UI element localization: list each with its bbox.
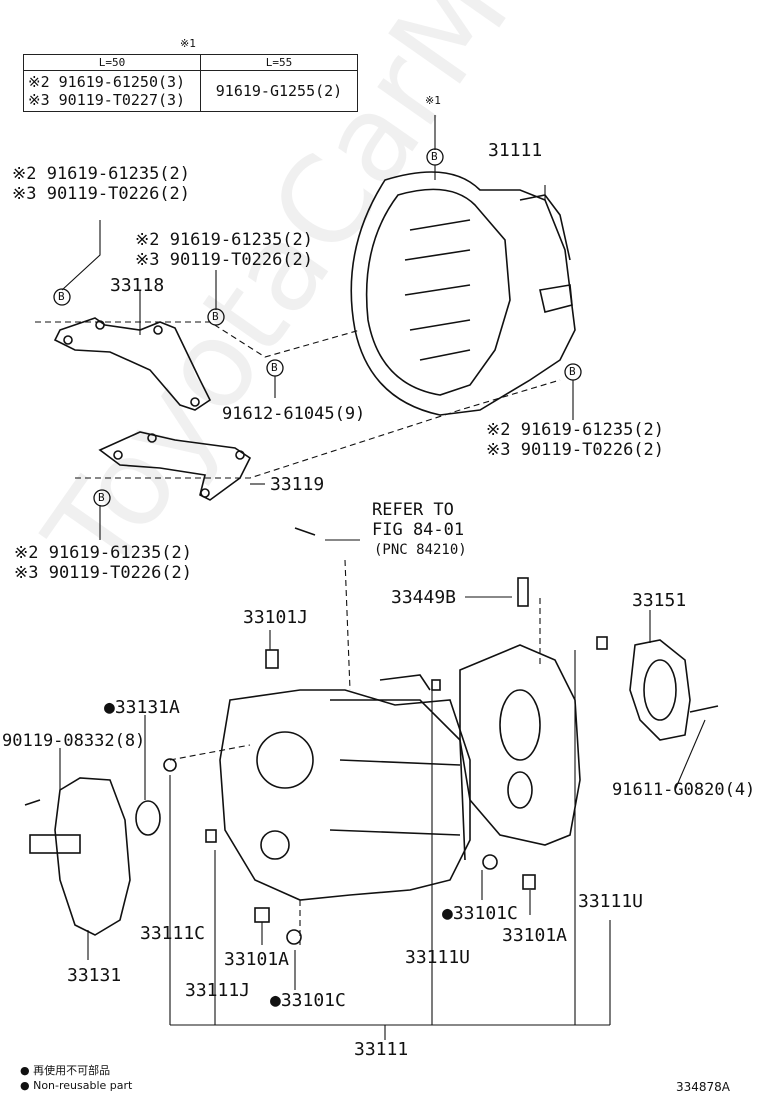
refer-to-line2: FIG 84-01	[372, 520, 465, 540]
b-marker-letter: B	[569, 365, 576, 378]
part-label-right-a3: ※3 90119-T0226(2)	[486, 440, 665, 460]
part-label-bottom-a3: ※3 90119-T0226(2)	[14, 563, 193, 583]
b-marker-letter: B	[58, 290, 65, 303]
part-label-left-a2: ※2 91619-61235(2)	[12, 164, 191, 184]
bell-housing-drawing	[350, 171, 576, 416]
b-marker-letter: B	[271, 361, 278, 374]
part-label-bottom-a2: ※2 91619-61235(2)	[14, 543, 193, 563]
part-33449B: 33449B	[391, 587, 457, 608]
retainer-33151-drawing	[629, 639, 691, 741]
part-33111C: 33111C	[140, 923, 206, 944]
extension-plate-drawing	[459, 644, 581, 846]
table-row-1: ※2 91619-61250(3)	[28, 73, 186, 91]
part-33101C-right: ●33101C	[442, 903, 518, 924]
bolt-length-table: L=50 L=55 ※2 91619-61250(3) ※3 90119-T02…	[23, 54, 358, 112]
leader-lines	[59, 115, 706, 1040]
part-label-mid-a2: ※2 91619-61235(2)	[135, 230, 314, 250]
legend-en: ● Non-reusable part	[20, 1079, 133, 1092]
part-label-left-a3: ※3 90119-T0226(2)	[12, 184, 191, 204]
table-mark: ※1	[180, 37, 196, 50]
bracket-33118-drawing	[53, 317, 212, 411]
part-label-mid-a3: ※3 90119-T0226(2)	[135, 250, 314, 270]
table-header-l55: L=55	[200, 54, 358, 71]
bracket-33119-drawing	[98, 431, 252, 501]
part-33131: 33131	[67, 965, 122, 986]
part-90119-08332: 90119-08332(8)	[2, 731, 146, 751]
table-cell-l55: 91619-G1255(2)	[200, 70, 358, 112]
part-91612-61045: 91612-61045(9)	[222, 404, 366, 424]
b-marker-letter: B	[431, 150, 438, 163]
part-33101J: 33101J	[243, 607, 309, 628]
mark-1: ※1	[425, 94, 441, 107]
part-33111-bottom: 33111	[354, 1039, 409, 1060]
part-91611-G0820: 91611-G0820(4)	[612, 780, 756, 800]
bolt-group-b-markers	[53, 148, 582, 507]
b-marker-letter: B	[98, 491, 105, 504]
part-33101C-left: ●33101C	[270, 990, 346, 1011]
part-33111J: 33111J	[185, 980, 251, 1001]
table-row-2: ※3 90119-T0227(3)	[28, 91, 186, 109]
refer-to-line3: (PNC 84210)	[374, 542, 467, 558]
front-retainer-33131-drawing	[29, 777, 161, 936]
table-header-l50: L=50	[23, 54, 201, 71]
part-33131A: ●33131A	[104, 697, 180, 718]
part-33111U-mid: 33111U	[405, 947, 471, 968]
part-33118: 33118	[110, 275, 165, 296]
part-33111U-right: 33111U	[578, 891, 644, 912]
part-31111: 31111	[488, 140, 543, 161]
legend-jp: ● 再使用不可部品	[20, 1064, 111, 1077]
part-33101A-right: 33101A	[502, 925, 568, 946]
part-33119: 33119	[270, 474, 325, 495]
transmission-case-drawing	[219, 674, 471, 901]
table-cell-l50: ※2 91619-61250(3) ※3 90119-T0227(3)	[23, 70, 201, 112]
refer-to-line1: REFER TO	[372, 500, 454, 520]
part-label-right-a2: ※2 91619-61235(2)	[486, 420, 665, 440]
b-marker-letter: B	[212, 310, 219, 323]
part-33151: 33151	[632, 590, 687, 611]
part-33101A-left: 33101A	[224, 949, 290, 970]
diagram-code: 334878A	[676, 1080, 731, 1094]
